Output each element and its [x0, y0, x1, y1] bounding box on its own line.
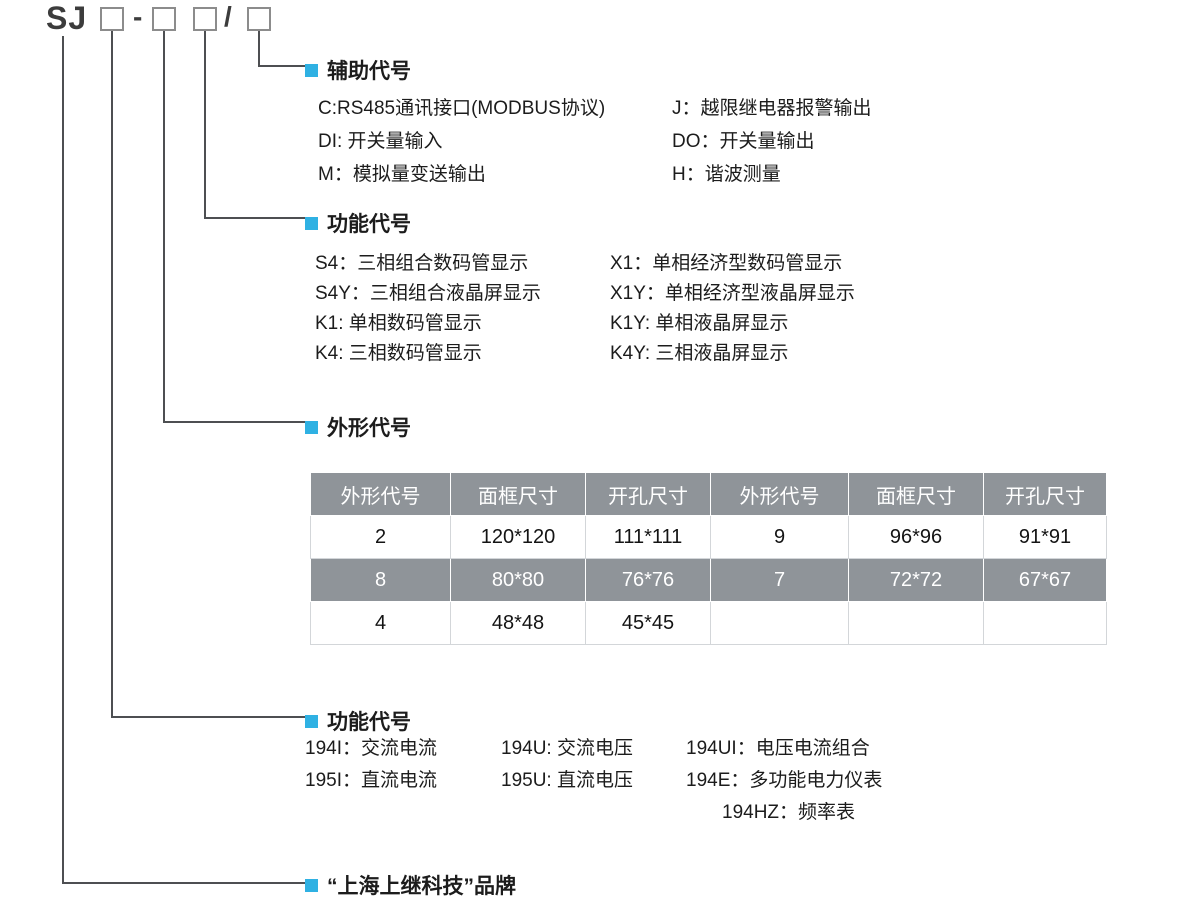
- list-item: 194HZ：频率表: [722, 802, 856, 823]
- table-cell: 45*45: [585, 601, 711, 645]
- table-cell: 76*76: [585, 558, 711, 602]
- model-box-3: [193, 7, 217, 31]
- table-cell: 96*96: [848, 515, 984, 559]
- list-item: C:RS485通讯接口(MODBUS协议): [318, 98, 606, 119]
- column-header: 外形代号: [310, 472, 451, 516]
- shape-code-table: 外形代号 面框尺寸 开孔尺寸 外形代号 面框尺寸 开孔尺寸 2 120*120 …: [310, 472, 1107, 645]
- list-item: [305, 797, 501, 829]
- bullet-icon: [305, 216, 318, 230]
- model-separator-slash: /: [224, 1, 232, 32]
- list-item: S4Y：三相组合液晶屏显示: [315, 283, 541, 304]
- list-item: J：越限继电器报警输出: [672, 98, 872, 119]
- table-row: 8 80*80 76*76 7 72*72 67*67: [310, 558, 1107, 602]
- model-box-4: [247, 7, 271, 31]
- list-item: DO：开关量输出: [672, 131, 815, 152]
- model-separator-dash: -: [133, 1, 143, 32]
- table-header-row: 外形代号 面框尺寸 开孔尺寸 外形代号 面框尺寸 开孔尺寸: [310, 472, 1107, 516]
- list-item: 194I：交流电流: [305, 738, 437, 759]
- bullet-icon: [305, 878, 318, 892]
- column-header: 面框尺寸: [450, 472, 586, 516]
- table-cell: 72*72: [848, 558, 984, 602]
- section-title: 功能代号: [327, 213, 411, 236]
- list-item: X1：单相经济型数码管显示: [610, 253, 843, 274]
- list-item: 194UI：电压电流组合: [686, 738, 870, 759]
- auxiliary-list: C:RS485通讯接口(MODBUS协议) J：越限继电器报警输出 DI: 开关…: [318, 92, 872, 191]
- model-box-2: [152, 7, 176, 31]
- column-header: 面框尺寸: [848, 472, 984, 516]
- list-item: X1Y：单相经济型液晶屏显示: [610, 283, 855, 304]
- connector-brand: [62, 36, 305, 884]
- table-cell: 111*111: [585, 515, 711, 559]
- model-prefix: SJ: [46, 0, 88, 36]
- list-item: K1Y: 单相液晶屏显示: [610, 313, 789, 334]
- table-cell: 8: [310, 558, 451, 602]
- table-cell: [848, 601, 984, 645]
- connector-shape: [163, 31, 305, 423]
- list-item: [501, 797, 686, 829]
- table-cell: 67*67: [983, 558, 1107, 602]
- table-cell: [710, 601, 849, 645]
- connector-function: [111, 31, 305, 718]
- section-header-auxiliary: 辅助代号: [305, 55, 411, 85]
- section-header-function: 功能代号: [305, 706, 411, 736]
- list-item: M：模拟量变送输出: [318, 164, 486, 185]
- section-title: 辅助代号: [327, 60, 411, 83]
- list-item: K4: 三相数码管显示: [315, 343, 482, 364]
- bullet-icon: [305, 420, 318, 434]
- list-item: 194U: 交流电压: [501, 738, 633, 759]
- column-header: 外形代号: [710, 472, 849, 516]
- function-list: 194I：交流电流 194U: 交流电压 194UI：电压电流组合 195I：直…: [305, 733, 882, 829]
- table-cell: 4: [310, 601, 451, 645]
- list-item: 195I：直流电流: [305, 770, 437, 791]
- section-title: 功能代号: [327, 711, 411, 734]
- display-list: S4：三相组合数码管显示 X1：单相经济型数码管显示 S4Y：三相组合液晶屏显示…: [315, 249, 855, 369]
- table-cell: 91*91: [983, 515, 1107, 559]
- section-header-brand: “上海上继科技”品牌: [305, 870, 516, 900]
- list-item: H：谐波测量: [672, 164, 781, 185]
- table-cell: 120*120: [450, 515, 586, 559]
- list-item: DI: 开关量输入: [318, 131, 443, 152]
- section-header-display: 功能代号: [305, 208, 411, 238]
- section-title: “上海上继科技”品牌: [327, 875, 516, 898]
- model-box-1: [100, 7, 124, 31]
- column-header: 开孔尺寸: [585, 472, 711, 516]
- table-cell: 48*48: [450, 601, 586, 645]
- column-header: 开孔尺寸: [983, 472, 1107, 516]
- table-row: 4 48*48 45*45: [310, 601, 1107, 645]
- list-item: S4：三相组合数码管显示: [315, 253, 529, 274]
- list-item: K4Y: 三相液晶屏显示: [610, 343, 789, 364]
- list-item: 195U: 直流电压: [501, 770, 633, 791]
- table-cell: 9: [710, 515, 849, 559]
- section-header-shape: 外形代号: [305, 412, 411, 442]
- table-cell: 2: [310, 515, 451, 559]
- table-cell: 7: [710, 558, 849, 602]
- bullet-icon: [305, 714, 318, 728]
- connector-auxiliary: [258, 31, 305, 67]
- connector-display: [204, 31, 305, 219]
- table-cell: 80*80: [450, 558, 586, 602]
- table-row: 2 120*120 111*111 9 96*96 91*91: [310, 515, 1107, 559]
- table-cell: [983, 601, 1107, 645]
- list-item: 194E：多功能电力仪表: [686, 770, 883, 791]
- bullet-icon: [305, 63, 318, 77]
- list-item: K1: 单相数码管显示: [315, 313, 482, 334]
- section-title: 外形代号: [327, 417, 411, 440]
